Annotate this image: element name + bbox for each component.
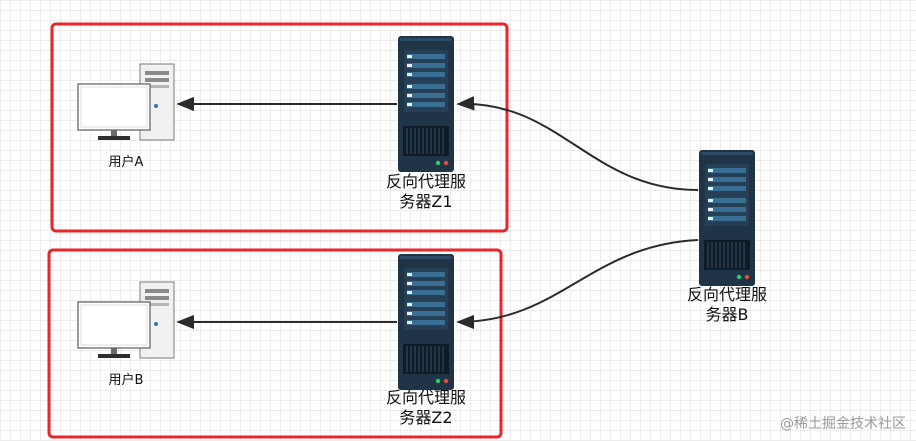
- group-frame-a: [50, 22, 509, 233]
- proxy-z2-label-line1: 反向代理服: [385, 388, 466, 407]
- user-a-computer-icon: [77, 63, 175, 141]
- user-b-computer-icon: [77, 281, 175, 359]
- proxy-b-label: 反向代理服 务器B: [667, 285, 787, 325]
- proxy-z2-label-line2: 务器Z2: [399, 408, 453, 427]
- proxy-z2-server-icon: [397, 253, 455, 391]
- edge-b-to-z2: [456, 239, 699, 330]
- user-a-label: 用户A: [108, 155, 144, 170]
- proxy-z1-label: 反向代理服 务器Z1: [366, 172, 486, 212]
- proxy-b-label-line1: 反向代理服: [686, 285, 767, 304]
- proxy-b-server-icon: [698, 149, 756, 287]
- edge-b-to-z1: [456, 96, 699, 191]
- group-frame-b: [47, 248, 503, 439]
- proxy-b-label-line2: 务器B: [705, 305, 749, 324]
- proxy-z1-server-icon: [397, 35, 455, 173]
- watermark: @稀土掘金技术社区: [780, 416, 906, 432]
- proxy-z1-label-line2: 务器Z1: [399, 192, 453, 211]
- proxy-z2-label: 反向代理服 务器Z2: [366, 388, 486, 428]
- proxy-z1-label-line1: 反向代理服: [385, 172, 466, 191]
- user-b-label: 用户B: [108, 373, 144, 388]
